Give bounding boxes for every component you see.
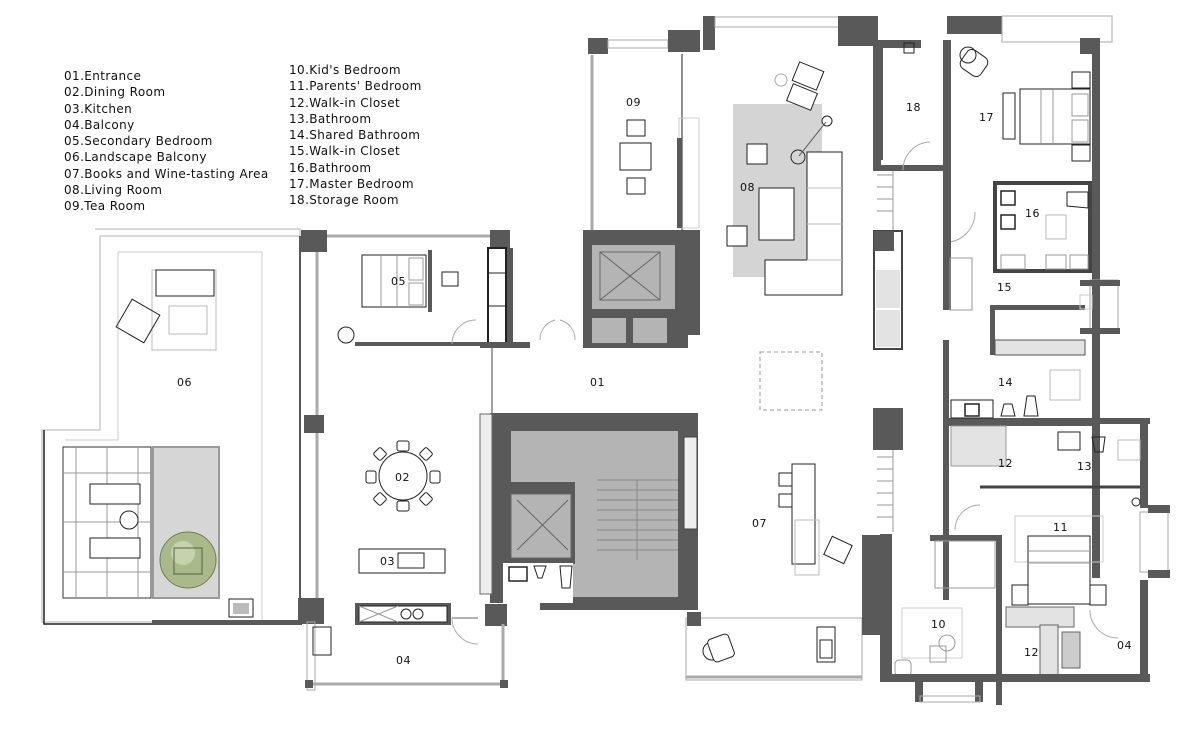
- books-wine-area: [685, 463, 882, 681]
- landscape-balcony: [41, 228, 302, 625]
- kids-bedroom-zone: [880, 534, 1150, 705]
- room-label-11: 11: [1053, 521, 1068, 534]
- room-label-16: 16: [1025, 207, 1040, 220]
- living-room: [726, 61, 843, 296]
- room-label-14: 14: [998, 376, 1013, 389]
- room-label-12: 12: [998, 457, 1013, 470]
- legend-item: 07.Books and Wine-tasting Area: [64, 166, 269, 181]
- legend-item: 01.Entrance: [64, 69, 142, 83]
- legend-item: 17.Master Bedroom: [289, 177, 414, 192]
- room-label-05: 05: [391, 275, 406, 288]
- room-label-12-south: 12: [1024, 646, 1039, 659]
- stair-core: [479, 413, 698, 626]
- legend-item: 13.Bathroom: [289, 111, 372, 126]
- legend-item: 09.Tea Room: [64, 199, 146, 214]
- room-label-17: 17: [979, 111, 994, 124]
- room-label-06: 06: [177, 376, 192, 389]
- room-label-01: 01: [590, 376, 605, 389]
- legend-item: 15.Walk-in Closet: [289, 144, 401, 159]
- room-label-02: 02: [395, 471, 410, 484]
- room-label-09: 09: [626, 96, 641, 109]
- storage-room: [873, 40, 951, 180]
- south-balcony: [305, 621, 508, 691]
- secondary-bedroom: [337, 230, 530, 348]
- legend-item: 16.Bathroom: [289, 160, 372, 175]
- entrance-elevator-core: [491, 230, 700, 415]
- legend-item: 03.Kitchen: [64, 101, 133, 116]
- legend-item: 04.Balcony: [64, 117, 135, 132]
- west-facade: [298, 230, 490, 624]
- tea-room: [588, 30, 700, 230]
- room-label-03: 03: [380, 555, 395, 568]
- room-label-13: 13: [1077, 460, 1092, 473]
- room-label-15: 15: [997, 281, 1012, 294]
- legend-item: 06.Landscape Balcony: [64, 150, 207, 165]
- dining-kitchen: [355, 440, 479, 645]
- room-label-07: 07: [752, 517, 767, 530]
- central-spine: [759, 170, 903, 532]
- room-label-08: 08: [740, 181, 755, 194]
- legend-item: 12.Walk-in Closet: [289, 95, 401, 110]
- legend-right-column: 10.Kid's Bedroom 11.Parents' Bedroom 12.…: [289, 62, 422, 209]
- room-label-18: 18: [906, 101, 921, 114]
- room-label-04-east: 04: [1117, 639, 1132, 652]
- room-labels: 01 02 03 04 04 05 06 07 08 09 10 11 12 1…: [177, 96, 1132, 667]
- legend-item: 05.Secondary Bedroom: [64, 134, 213, 149]
- parents-bedroom: [954, 504, 1170, 606]
- room-label-04: 04: [396, 654, 411, 667]
- room-label-10: 10: [931, 618, 946, 631]
- legend-item: 10.Kid's Bedroom: [289, 63, 401, 77]
- legend-item: 14.Shared Bathroom: [289, 128, 421, 143]
- legend-left-column: 01.Entrance 02.Dining Room 03.Kitchen 04…: [64, 68, 269, 215]
- legend-item: 02.Dining Room: [64, 85, 166, 100]
- legend-item: 18.Storage Room: [289, 193, 400, 208]
- legend-item: 11.Parents' Bedroom: [289, 79, 422, 94]
- master-suite: [943, 15, 1120, 560]
- legend-item: 08.Living Room: [64, 183, 163, 198]
- shared-bath-and-closet: [943, 340, 1150, 600]
